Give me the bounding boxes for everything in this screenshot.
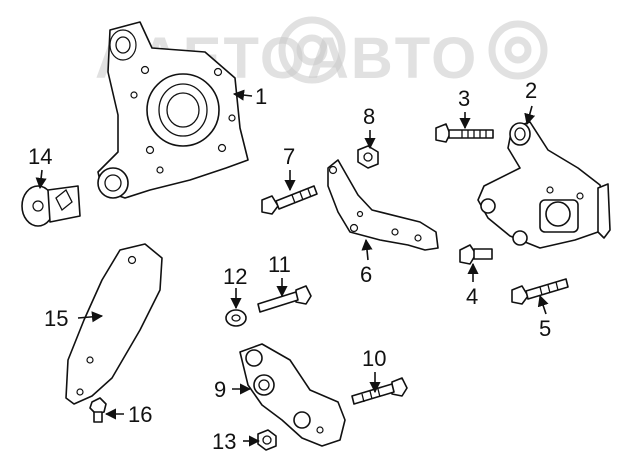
callout-15: 15 <box>44 306 68 331</box>
callout-9: 9 <box>214 377 226 402</box>
part-5-bolt <box>511 278 569 305</box>
part-15-plate <box>65 243 163 405</box>
part-12-washer <box>225 309 247 327</box>
part-3-bolt <box>435 123 494 143</box>
callout-13: 13 <box>212 429 236 454</box>
callout-6: 6 <box>360 262 372 287</box>
callout-5: 5 <box>539 316 551 341</box>
part-1-knuckle <box>97 21 249 199</box>
callout-14: 14 <box>28 144 52 169</box>
part-13-nut <box>257 429 277 451</box>
part-10-bolt <box>351 377 408 405</box>
part-6-link <box>327 159 439 251</box>
leader-lines <box>35 89 549 447</box>
callout-7: 7 <box>283 144 295 169</box>
part-2-bracket <box>477 121 611 249</box>
callout-2: 2 <box>525 78 537 103</box>
part-7-bolt <box>261 185 318 215</box>
callout-4: 4 <box>466 284 478 309</box>
part-16-bolt <box>89 397 107 423</box>
callout-16: 16 <box>128 402 152 427</box>
part-14-cam-washer <box>21 185 81 227</box>
part-8-nut <box>357 145 379 169</box>
part-9-arm <box>239 343 346 447</box>
callout-labels: 1 2 3 4 5 6 7 8 9 10 11 12 13 14 15 16 <box>28 78 551 454</box>
callout-10: 10 <box>362 346 386 371</box>
callout-11: 11 <box>268 252 291 277</box>
callout-12: 12 <box>223 264 247 289</box>
callout-3: 3 <box>458 86 470 111</box>
callout-8: 8 <box>363 104 375 129</box>
part-11-bolt <box>257 285 312 313</box>
part-4-bolt <box>459 244 493 265</box>
callout-1: 1 <box>255 84 267 109</box>
